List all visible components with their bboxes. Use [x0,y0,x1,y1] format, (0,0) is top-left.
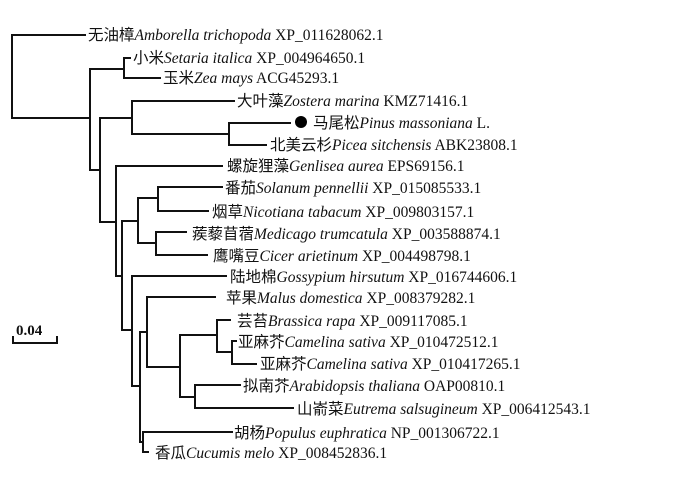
taxon-species-name: Eutrema salsugineum [343,401,478,418]
taxon-species-name: Nicotiana tabacum [242,204,361,221]
taxon-chinese-name: 陆地棉 [230,268,277,286]
taxon-chinese-name: 山嵛菜 [297,400,344,418]
taxon-label: 北美云杉Picea sitchensis ABK23808.1 [270,136,518,154]
taxon-accession: XP_009803157.1 [365,204,474,221]
taxon-label: 大叶藻Zostera marina KMZ71416.1 [237,92,468,110]
taxon-chinese-name: 苹果 [226,289,257,307]
taxon-species-name: Picea sitchensis [331,137,431,154]
taxon-accession: ACG45293.1 [256,70,339,87]
taxon-accession: ABK23808.1 [434,137,517,154]
taxon-label: 亚麻芥Camelina sativa XP_010417265.1 [260,355,521,373]
taxon-label: 无油樟Amborella trichopoda XP_011628062.1 [88,26,384,44]
taxon-accession: XP_004964650.1 [256,50,365,67]
taxon-species-name: Populus euphratica [264,425,387,442]
taxon-label: 螺旋狸藻Genlisea aurea EPS69156.1 [227,157,465,175]
taxon-labels: 无油樟Amborella trichopoda XP_011628062.1 小米… [88,26,591,462]
taxon-chinese-name: 北美云杉 [270,136,332,154]
taxon-species-name: Malus domestica [256,290,363,307]
taxon-accession: KMZ71416.1 [383,93,468,110]
taxon-label: 拟南芥Arabidopsis thaliana OAP00810.1 [243,377,505,395]
taxon-chinese-name: 番茄 [225,179,256,197]
taxon-chinese-name: 鹰嘴豆 [213,247,260,265]
taxon-species-name: Solanum pennellii [256,180,368,197]
taxon-accession: OAP00810.1 [424,378,505,395]
taxon-accession: XP_006412543.1 [482,401,591,418]
taxon-accession: L. [477,115,490,132]
taxon-species-name: Camelina sativa [285,334,386,351]
taxon-label: 蒺藜苜蓿Medicago trumcatula XP_003588874.1 [192,225,501,243]
taxon-accession: XP_010472512.1 [390,334,499,351]
taxon-chinese-name: 蒺藜苜蓿 [192,225,254,243]
taxon-label: 番茄Solanum pennellii XP_015085533.1 [225,179,481,197]
taxon-chinese-name: 胡杨 [234,424,265,442]
tree-branches [11,34,294,453]
taxon-accession: XP_003588874.1 [392,226,501,243]
taxon-label: 山嵛菜Eutrema salsugineum XP_006412543.1 [297,400,591,418]
taxon-label: 苹果Malus domestica XP_008379282.1 [226,289,475,307]
taxon-label: 玉米Zea mays ACG45293.1 [163,69,339,87]
taxon-label: 亚麻芥Camelina sativa XP_010472512.1 [238,333,499,351]
taxon-chinese-name: 马尾松 [313,114,360,132]
taxon-accession: XP_010417265.1 [412,356,521,373]
taxon-species-name: Zea mays [194,70,253,87]
taxon-label: 马尾松Pinus massoniana L. [313,114,490,132]
taxon-label: 小米Setaria italica XP_004964650.1 [133,49,365,67]
taxon-accession: NP_001306722.1 [391,425,500,442]
taxon-chinese-name: 亚麻芥 [260,355,307,373]
taxon-accession: XP_008452836.1 [278,445,387,462]
taxon-species-name: Pinus massoniana [359,115,473,132]
highlight-dot-icon [295,116,307,128]
taxon-chinese-name: 拟南芥 [243,377,290,395]
taxon-chinese-name: 大叶藻 [237,92,284,110]
taxon-species-name: Gossypium hirsutum [277,269,405,286]
taxon-label: 胡杨Populus euphratica NP_001306722.1 [234,424,500,442]
taxon-chinese-name: 螺旋狸藻 [227,157,290,175]
scale-bar-label: 0.04 [16,323,43,339]
taxon-accession: XP_004498798.1 [362,248,471,265]
taxon-species-name: Cicer arietinum [260,248,359,265]
taxon-accession: XP_008379282.1 [366,290,475,307]
taxon-species-name: Brassica rapa [268,313,356,330]
taxon-label: 陆地棉Gossypium hirsutum XP_016744606.1 [230,268,517,286]
taxon-accession: XP_016744606.1 [408,269,517,286]
scale-bar: 0.04 [12,323,58,344]
taxon-species-name: Camelina sativa [307,356,408,373]
taxon-accession: EPS69156.1 [387,158,464,175]
taxon-species-name: Genlisea aurea [289,158,384,175]
taxon-label: 鹰嘴豆Cicer arietinum XP_004498798.1 [213,247,471,265]
taxon-species-name: Amborella trichopoda [134,27,272,44]
taxon-chinese-name: 小米 [133,49,164,67]
taxon-chinese-name: 无油樟 [88,26,135,44]
taxon-accession: XP_011628062.1 [275,27,383,44]
taxon-label: 烟草Nicotiana tabacum XP_009803157.1 [212,203,474,221]
taxon-species-name: Zostera marina [284,93,380,110]
taxon-chinese-name: 芸苔 [237,312,268,330]
taxon-accession: XP_009117085.1 [359,313,467,330]
taxon-chinese-name: 亚麻芥 [238,333,285,351]
taxon-label: 芸苔Brassica rapa XP_009117085.1 [237,312,468,330]
taxon-chinese-name: 烟草 [212,203,243,221]
taxon-chinese-name: 玉米 [163,69,194,87]
taxon-species-name: Setaria italica [164,50,253,67]
taxon-label: 香瓜Cucumis melo XP_008452836.1 [155,444,387,462]
taxon-species-name: Cucumis melo [186,445,275,462]
taxon-accession: XP_015085533.1 [372,180,481,197]
taxon-species-name: Arabidopsis thaliana [289,378,421,395]
taxon-species-name: Medicago trumcatula [253,226,388,243]
taxon-chinese-name: 香瓜 [155,444,186,462]
